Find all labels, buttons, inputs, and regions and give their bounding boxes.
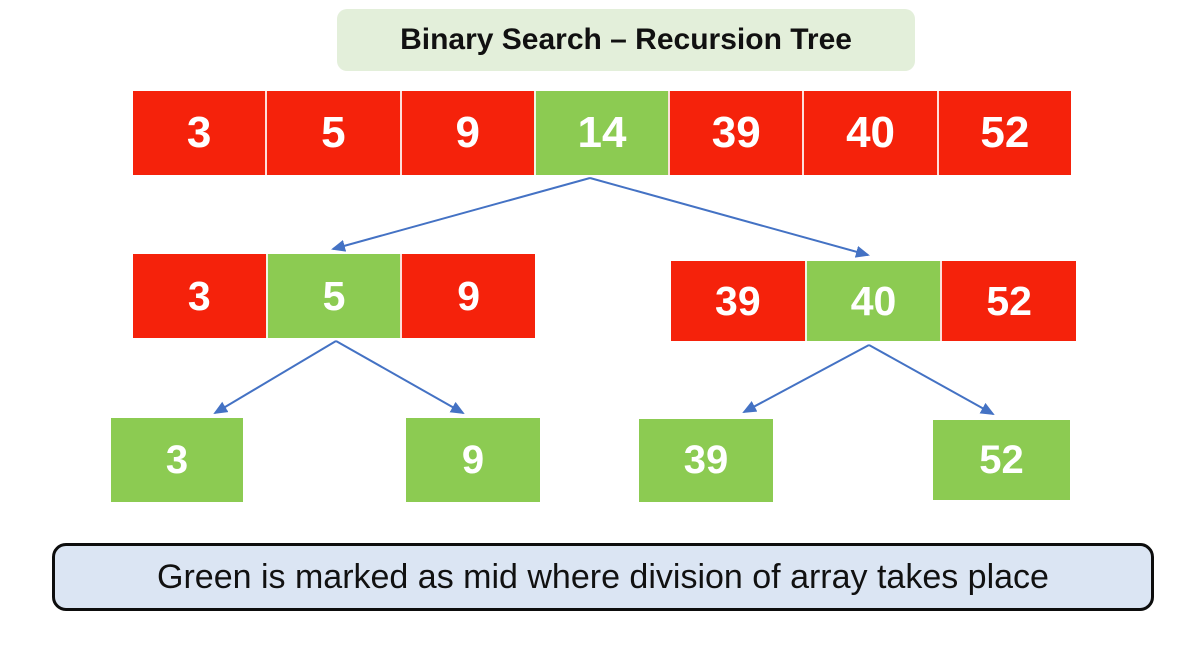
left-cell-9: 9 — [400, 254, 536, 338]
diagram-title-box: Binary Search – Recursion Tree — [337, 9, 915, 71]
arrow-left-mid-to-leaf-9 — [335, 340, 465, 414]
root-cell-3: 3 — [133, 91, 266, 175]
arrow-root-to-left-subarray — [331, 177, 591, 252]
arrow-root-to-right-subarray — [589, 177, 870, 258]
left-cell-3: 3 — [133, 254, 266, 338]
leaf-node-9: 9 — [406, 418, 540, 502]
leaf-node-39: 39 — [639, 419, 773, 502]
left-cell-5-mid: 5 — [265, 254, 401, 338]
right-cell-39: 39 — [671, 261, 805, 341]
root-cell-52: 52 — [936, 91, 1071, 175]
left-subarray: 3 5 9 — [133, 254, 536, 338]
root-cell-14-mid: 14 — [533, 91, 669, 175]
root-cell-9: 9 — [399, 91, 534, 175]
caption-box: Green is marked as mid where division of… — [52, 543, 1154, 611]
root-array: 3 5 9 14 39 40 52 — [133, 91, 1071, 175]
arrow-right-mid-to-leaf-52 — [868, 344, 995, 415]
root-cell-5: 5 — [265, 91, 400, 175]
arrow-right-mid-to-leaf-39 — [742, 344, 870, 413]
root-cell-40: 40 — [802, 91, 937, 175]
caption-text: Green is marked as mid where division of… — [157, 557, 1049, 596]
leaf-node-52: 52 — [933, 420, 1070, 500]
arrow-left-mid-to-leaf-3 — [213, 340, 337, 415]
diagram-title: Binary Search – Recursion Tree — [400, 23, 852, 56]
root-cell-39: 39 — [668, 91, 803, 175]
right-cell-52: 52 — [940, 261, 1077, 341]
right-cell-40-mid: 40 — [804, 261, 941, 341]
leaf-node-3: 3 — [111, 418, 243, 502]
right-subarray: 39 40 52 — [671, 261, 1077, 341]
